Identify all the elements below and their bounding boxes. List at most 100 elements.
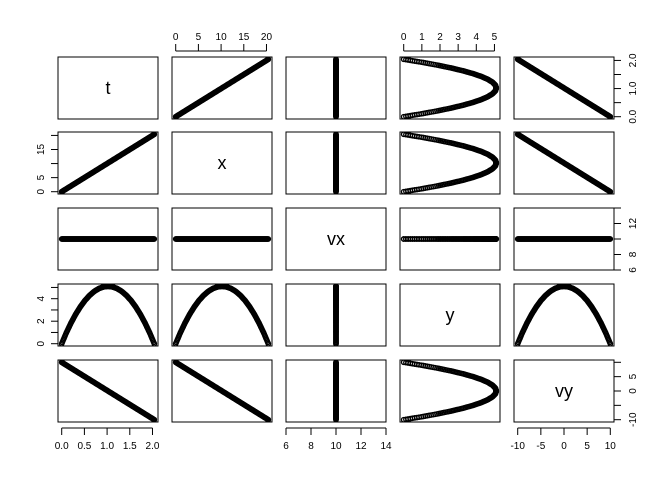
tick-label: 1.0 — [100, 441, 114, 452]
tick-label: 2 — [437, 32, 443, 43]
tick-label: 0.0 — [628, 109, 639, 123]
panel-frame — [57, 207, 159, 271]
panel-t-vs-x — [171, 56, 273, 120]
tick-label: 2.0 — [146, 441, 160, 452]
panel-frame — [399, 359, 501, 423]
panel-vy-vs-t — [57, 359, 159, 423]
data-point — [265, 416, 272, 423]
tick-label: 5 — [628, 373, 639, 379]
tick-label: 1.5 — [123, 441, 137, 452]
panel-frame — [399, 283, 501, 347]
panel-vy-vs-vx — [285, 359, 387, 423]
tick-label: 6 — [628, 267, 639, 273]
panel-x-vs-vx — [285, 131, 387, 195]
data-point — [403, 131, 409, 138]
panel-t-vs-vx — [285, 56, 387, 120]
tick-label: 5 — [584, 441, 590, 452]
tick-label: 3 — [455, 32, 461, 43]
panel-t-vs-vy — [513, 56, 615, 120]
data-point — [400, 416, 407, 423]
panel-vx-vs-y — [399, 207, 501, 271]
data-point — [151, 131, 158, 138]
tick-label: 5 — [492, 32, 498, 43]
tick-label: 0 — [173, 32, 179, 43]
data-point — [403, 416, 409, 423]
tick-label: 5 — [196, 32, 202, 43]
tick-label: 20 — [261, 32, 273, 43]
diagonal-label-y: y — [446, 305, 455, 325]
tick-label: 2.0 — [628, 53, 639, 67]
data-point — [151, 340, 158, 347]
panel-x-vs-t — [57, 131, 159, 195]
panel-frame — [171, 359, 273, 423]
tick-label: 0 — [36, 340, 47, 346]
panel-x-vs-vy — [513, 131, 615, 195]
axis-right-vx: 6 8 12 — [613, 207, 639, 273]
tick-label: -10 — [628, 412, 639, 427]
tick-label: 14 — [380, 441, 392, 452]
data-point — [265, 56, 272, 63]
panel-frame — [57, 56, 159, 120]
panel-y-vs-t — [57, 283, 159, 347]
tick-label: 5 — [36, 174, 47, 180]
tick-label: 6 — [283, 441, 289, 452]
tick-label: -5 — [536, 441, 545, 452]
tick-label: 0.5 — [77, 441, 91, 452]
tick-label: 1.0 — [628, 81, 639, 95]
data-point — [333, 56, 339, 63]
panel-vy-vs-y — [399, 359, 501, 423]
axis-left-y: 024 — [36, 286, 59, 346]
tick-label: 12 — [628, 218, 639, 230]
data-point — [400, 236, 407, 242]
data-point — [514, 56, 521, 63]
data-point — [514, 236, 521, 242]
panel-t-vs-t: t — [57, 56, 159, 120]
tick-label: 10 — [216, 32, 228, 43]
tick-label: 12 — [355, 441, 367, 452]
tick-label: 0 — [628, 388, 639, 394]
tick-label: 0 — [36, 188, 47, 194]
axis-bottom-t: 0.0 0.5 1.0 1.5 2.0 — [55, 427, 160, 452]
tick-label: 8 — [628, 251, 639, 257]
data-point — [333, 340, 339, 347]
data-point — [514, 340, 521, 347]
diagonal-label-vy: vy — [555, 381, 573, 401]
panel-t-vs-y — [399, 56, 501, 120]
tick-label: 8 — [308, 441, 314, 452]
diagonal-label-vx: vx — [327, 229, 345, 249]
panel-frame — [399, 131, 501, 195]
panel-frame — [171, 207, 273, 271]
data-point — [151, 416, 158, 423]
tick-label: 10 — [330, 441, 342, 452]
panel-frame — [399, 207, 501, 271]
panel-x-vs-y — [399, 131, 501, 195]
axis-top-y: 0 1 2 3 4 5 — [401, 32, 498, 52]
data-point — [403, 236, 409, 242]
data-point — [265, 236, 272, 242]
tick-label: 15 — [238, 32, 250, 43]
tick-label: 0.0 — [55, 441, 69, 452]
data-point — [151, 236, 158, 242]
tick-label: 4 — [474, 32, 480, 43]
panel-vx-vs-t — [57, 207, 159, 271]
tick-label: 0 — [401, 32, 407, 43]
tick-label: 15 — [36, 143, 47, 155]
panel-vx-vs-x — [171, 207, 273, 271]
panel-y-vs-vy — [513, 283, 615, 347]
data-point — [333, 131, 339, 138]
axis-bottom-vx: 6 8 10 12 14 — [283, 427, 392, 452]
panel-vx-vs-vy — [513, 207, 615, 271]
panel-x-vs-x: x — [171, 131, 273, 195]
data-point — [400, 56, 407, 63]
panel-vx-vs-vx: vx — [285, 207, 387, 271]
panel-frame — [171, 131, 273, 195]
axis-right-t: 0.0 1.0 2.0 — [613, 53, 639, 124]
axis-right-vy: -10 0 5 — [613, 361, 639, 427]
data-point — [333, 416, 339, 423]
data-point — [400, 131, 407, 138]
tick-label: 0 — [561, 441, 567, 452]
tick-label: 1 — [419, 32, 425, 43]
data-point — [514, 131, 521, 138]
